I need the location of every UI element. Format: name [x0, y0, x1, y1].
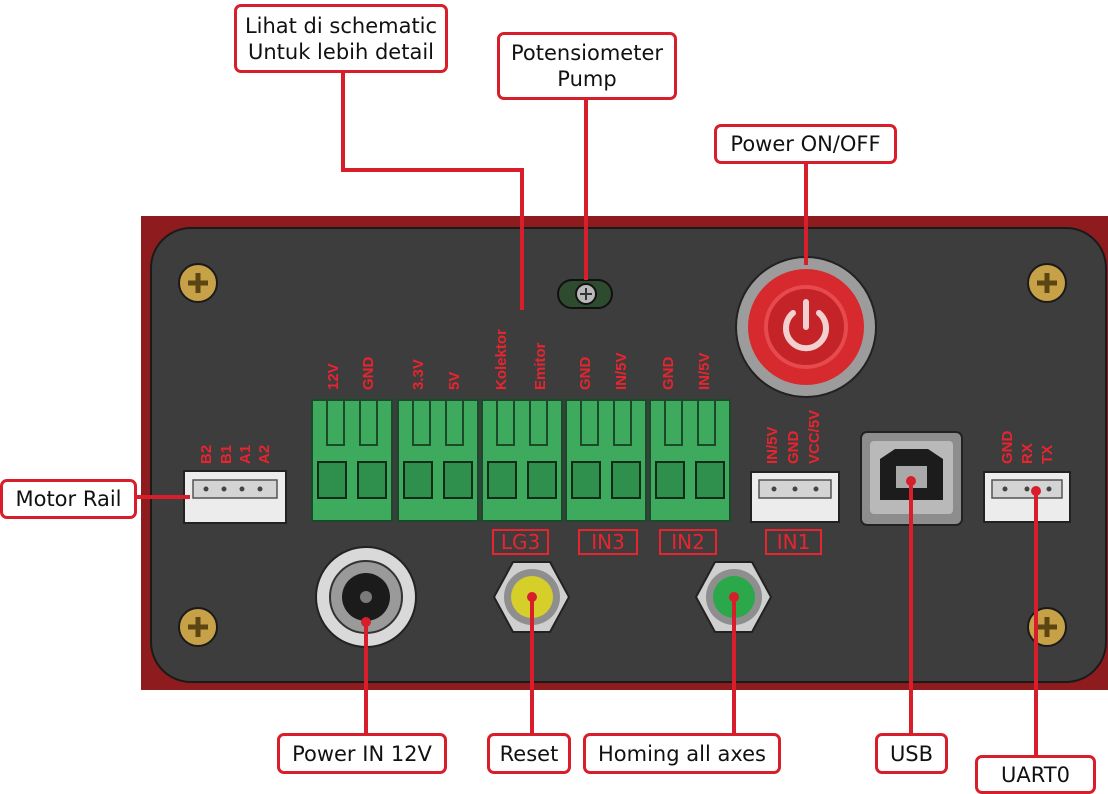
group-label-in1: IN1 — [765, 529, 822, 555]
usb-b-port-icon — [860, 431, 963, 526]
pin-label-in1-in5v: IN/5V — [764, 426, 781, 464]
pin-label-emitor: Emitor — [532, 342, 549, 390]
power-in-callout: Power IN 12V — [277, 733, 447, 774]
pin-label-uart-tx: TX — [1039, 444, 1056, 464]
pin-label-3v3: 3.3V — [410, 359, 427, 390]
dc-jack-icon — [315, 546, 417, 648]
leader-lines — [135, 72, 1038, 757]
motor-rail-callout: Motor Rail — [0, 479, 137, 519]
pin-label-uart-rx: RX — [1019, 443, 1036, 464]
pin-label-5v: 5V — [446, 371, 463, 390]
reset-callout: Reset — [487, 733, 571, 774]
power-symbol-icon — [783, 299, 829, 352]
group-label-in3: IN3 — [578, 529, 638, 555]
homing-callout: Homing all axes — [583, 733, 781, 774]
uart0-callout: UART0 — [975, 755, 1096, 794]
in1-connector — [750, 471, 840, 523]
pin-label-in2-in5v: IN/5V — [696, 352, 713, 390]
group-label-lg3: LG3 — [492, 529, 549, 555]
potensiometer-pump-callout: Potensiometer Pump — [497, 32, 677, 100]
pin-label-b2: B2 — [198, 444, 215, 464]
screw-icon — [1027, 607, 1067, 647]
pin-label-uart-gnd: GND — [999, 430, 1016, 464]
terminal-block-lg3 — [481, 399, 563, 522]
group-label-in2: IN2 — [659, 529, 717, 555]
pin-label-in3-in5v: IN/5V — [613, 352, 630, 390]
schematic-note-callout: Lihat di schematic Untuk lebih detail — [234, 4, 448, 73]
motor-connector — [183, 470, 287, 524]
leader-dots — [361, 476, 1041, 627]
terminal-block-in2 — [649, 399, 731, 522]
screw-icon — [178, 263, 218, 303]
power-onoff-callout: Power ON/OFF — [714, 124, 897, 164]
terminal-block-logic — [397, 399, 479, 522]
terminal-block-power — [311, 399, 393, 522]
pin-label-kolektor: Kolektor — [493, 329, 510, 390]
uart-connector — [983, 471, 1071, 523]
pin-label-in2-gnd: GND — [660, 356, 677, 390]
screw-icon — [1027, 263, 1067, 303]
potentiometer — [557, 279, 613, 309]
power-button — [735, 256, 877, 398]
pin-label-in1-gnd: GND — [785, 430, 802, 464]
terminal-block-in3 — [565, 399, 647, 522]
pin-label-in1-vcc5v: VCC/5V — [806, 409, 823, 464]
pin-label-in3-gnd: GND — [577, 356, 594, 390]
pin-label-a1: A1 — [237, 444, 254, 464]
usb-callout: USB — [875, 733, 948, 774]
screw-icon — [178, 607, 218, 647]
pin-label-12v: 12V — [325, 363, 342, 390]
pin-label-b1: B1 — [218, 444, 235, 464]
pin-label-a2: A2 — [256, 444, 273, 464]
pin-label-gnd: GND — [360, 356, 377, 390]
